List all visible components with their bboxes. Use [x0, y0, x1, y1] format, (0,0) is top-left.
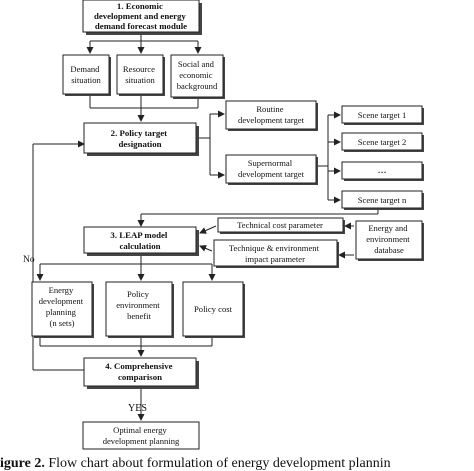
- node-policy-target: 2. Policy target designation: [83, 122, 199, 156]
- svg-text:Scene target 2: Scene target 2: [358, 137, 407, 147]
- node-text: Policy: [127, 289, 150, 299]
- node-text: calculation: [119, 241, 160, 251]
- svg-text:3. LEAP model calculatio: 3. LEAP model calculation: [110, 230, 169, 251]
- node-comprehensive-comparison: 4. Comprehensive comparison: [83, 357, 199, 389]
- node-text: background: [177, 81, 218, 91]
- node-scene-target-n: Scene target n: [341, 190, 424, 210]
- svg-text:Demand situation: Demand situation: [70, 64, 101, 85]
- node-resource-situation: Resource situation: [116, 54, 165, 96]
- node-text: Resource: [123, 64, 155, 74]
- connectors: [32, 33, 379, 421]
- node-text: …: [378, 165, 387, 175]
- node-energy-database: Energy and environment database: [355, 220, 424, 261]
- node-text: Scene target 2: [358, 137, 407, 147]
- svg-text:Scene target 1: Scene target 1: [358, 110, 407, 120]
- svg-text:Scene target n: Scene target n: [358, 195, 407, 205]
- node-text: demand forecast module: [95, 21, 187, 31]
- svg-text:Optimal energy developme: Optimal energy development planning: [103, 425, 180, 446]
- node-text: comparison: [118, 372, 162, 382]
- node-text: Energy: [49, 285, 74, 295]
- node-text: 1. Economic: [117, 1, 163, 11]
- node-text: Demand: [70, 64, 100, 74]
- caption-text: Flow chart about formulation of energy d…: [45, 456, 391, 471]
- svg-text:Resource situation: Resource situation: [123, 64, 157, 85]
- node-text: environment: [366, 234, 410, 244]
- node-energy-planning: Energy development planning (n sets): [31, 281, 94, 338]
- node-text: Technical cost parameter: [237, 220, 323, 230]
- node-text: database: [374, 245, 404, 255]
- node-demand-situation: Demand situation: [62, 54, 111, 96]
- svg-text:Energy and environment: Energy and environment database: [366, 223, 412, 255]
- node-optimal-planning: Optimal energy development planning: [82, 421, 200, 450]
- svg-text:Energy development: Energy development planning (n sets): [39, 285, 86, 328]
- svg-text:…: …: [378, 165, 387, 175]
- node-text: (n sets): [49, 318, 74, 328]
- node-scene-target-1: Scene target 1: [341, 105, 424, 125]
- node-text: development planning: [103, 436, 180, 446]
- svg-text:Supernormal development: Supernormal development target: [238, 158, 305, 179]
- edge-label-yes: YES: [128, 403, 147, 414]
- svg-text:Policy cost: Policy cost: [194, 304, 233, 314]
- svg-text:4. Comprehensive compari: 4. Comprehensive comparison: [105, 361, 174, 382]
- node-text: 3. LEAP model: [110, 230, 167, 240]
- node-text: development: [39, 296, 84, 306]
- node-text: 4. Comprehensive: [105, 361, 172, 371]
- figure-caption: igure 2. Flow chart about formulation of…: [0, 456, 391, 471]
- svg-text:2. Policy target designa: 2. Policy target designation: [111, 128, 170, 149]
- node-text: development target: [238, 115, 305, 125]
- node-text: Technique & environment: [229, 243, 320, 253]
- node-routine-target: Routine development target: [225, 100, 318, 131]
- caption-label: igure 2.: [0, 456, 45, 471]
- node-scene-target-ellipsis: …: [341, 161, 424, 181]
- node-text: impact parameter: [245, 254, 305, 264]
- node-text: Social and: [178, 59, 215, 69]
- edge-label-no: No: [23, 255, 35, 265]
- node-text: development and energy: [94, 11, 186, 21]
- node-scene-target-2: Scene target 2: [341, 132, 424, 152]
- node-text: Policy cost: [194, 304, 233, 314]
- node-supernormal-target: Supernormal development target: [225, 154, 318, 185]
- node-text: economic: [179, 70, 213, 80]
- node-text: Supernormal: [248, 158, 293, 168]
- svg-text:Policy environment: Policy environment benefit: [116, 289, 162, 321]
- node-text: 2. Policy target: [111, 128, 167, 138]
- node-text: Energy and: [368, 223, 408, 233]
- node-text: Routine: [256, 104, 283, 114]
- node-text: Optimal energy: [113, 425, 167, 435]
- node-leap-model: 3. LEAP model calculation: [83, 226, 199, 256]
- node-text: situation: [71, 75, 101, 85]
- node-text: benefit: [127, 311, 151, 321]
- svg-text:Social and economic: Social and economic background: [177, 59, 218, 91]
- node-policy-env-benefit: Policy environment benefit: [105, 281, 174, 338]
- node-text: environment: [116, 300, 160, 310]
- node-text: designation: [118, 139, 161, 149]
- node-economic-forecast: 1. Economic development and energy deman…: [82, 0, 202, 35]
- node-text: Scene target n: [358, 195, 407, 205]
- svg-text:Technique & environment: Technique & environment impact parameter: [229, 243, 321, 264]
- node-text: Scene target 1: [358, 110, 407, 120]
- node-social-background: Social and economic background: [170, 54, 225, 99]
- node-text: planning: [46, 307, 77, 317]
- node-policy-cost: Policy cost: [182, 281, 245, 338]
- svg-text:Routine development targ: Routine development target: [238, 104, 305, 125]
- svg-text:Technical cost parameter: Technical cost parameter: [237, 220, 323, 230]
- node-text: situation: [125, 75, 155, 85]
- node-text: development target: [238, 169, 305, 179]
- svg-text:1. Economic development: 1. Economic development and energy deman…: [94, 1, 188, 31]
- node-technique-environment: Technique & environment impact parameter: [213, 239, 339, 268]
- node-technical-cost: Technical cost parameter: [217, 217, 345, 234]
